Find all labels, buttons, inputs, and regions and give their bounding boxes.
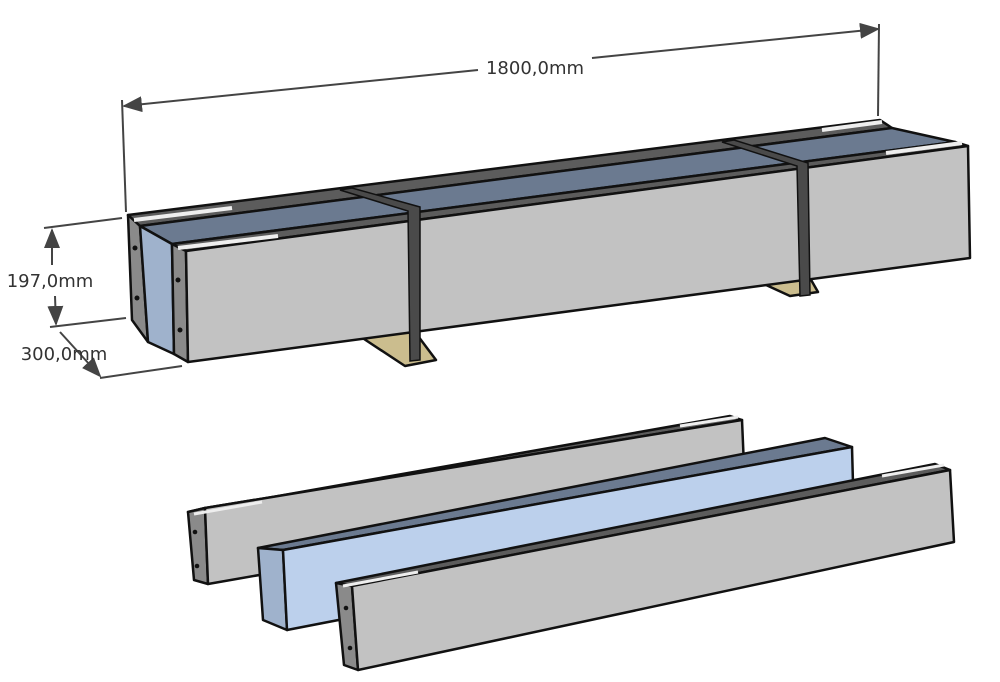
dimension-height: 197,0mm (7, 217, 127, 328)
bolt-holes (132, 245, 183, 333)
dimension-length: 1800,0mm (121, 22, 880, 213)
length-label: 1800,0mm (486, 58, 584, 79)
height-label: 197,0mm (7, 271, 94, 292)
slot-front-right (885, 141, 963, 155)
slot-back-right (821, 120, 883, 132)
slot-front-left (177, 234, 279, 250)
strap-right (721, 139, 811, 297)
slot-back-left (133, 206, 233, 222)
exploded-front-beam (334, 462, 956, 672)
width-label: 300,0mm (21, 344, 108, 365)
strap-left (339, 187, 421, 362)
assembled-package (126, 118, 972, 368)
front-beam-face (184, 144, 972, 364)
dimension-width: 300,0mm (21, 331, 183, 379)
